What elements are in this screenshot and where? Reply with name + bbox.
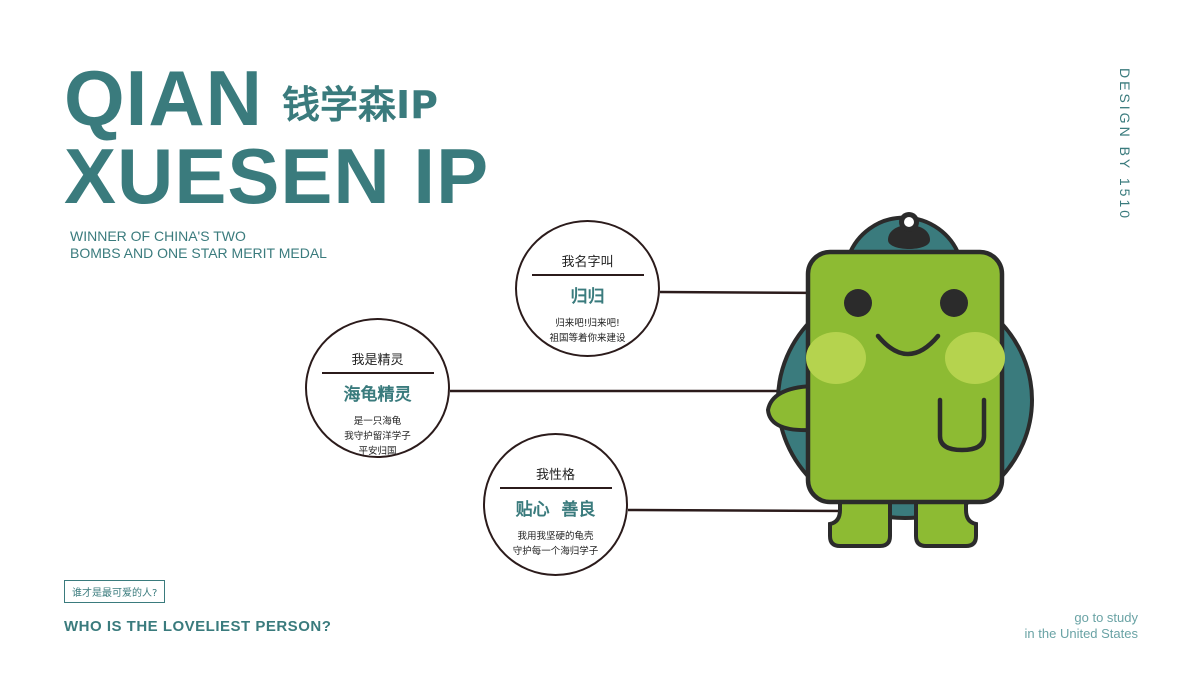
bubble-personality-divider [499,487,612,489]
bubble-name: 我名字叫 归归 归来吧!归来吧! 祖国等着你来建设 [515,220,660,357]
design-credit: DESIGN BY 1510 [1117,68,1133,222]
right-foot [914,498,978,548]
bubble-identity-description: 是一只海龟 我守护留洋学子 平安归国 [307,414,448,459]
bubble-personality-label: 我性格 [535,468,575,483]
bubble-identity-line-2: 我守护留洋学子 [344,431,411,442]
hanger-tab [888,225,930,249]
title-line-1: QIAN [64,54,263,142]
bubble-name-value: 归归 [570,287,605,307]
footer-line-1: go to study [1074,610,1138,625]
smile [875,333,941,357]
bubble-personality: 我性格 贴心 善良 我用我坚硬的龟壳 守护每一个海归学子 [483,433,628,576]
connector-line-3 [627,508,851,513]
hanger-hole [904,217,914,227]
title-line-2: XUESEN IP [64,132,490,220]
left-foot [828,498,892,548]
footer-line-2: in the United States [1024,626,1138,641]
bubble-personality-line-1: 我用我坚硬的龟壳 [517,531,594,542]
bubble-name-line-1: 归来吧!归来吧! [555,318,620,329]
bottom-question: WHO IS THE LOVELIEST PERSON? [64,618,332,635]
bubble-personality-value: 贴心 善良 [515,500,596,520]
subtitle-line-1: WINNER OF CHINA'S TWO [70,228,246,244]
right-cheek [945,332,1005,384]
left-eye [844,289,872,317]
left-arm [765,383,814,433]
subtitle-line-2: BOMBS AND ONE STAR MERIT MEDAL [70,245,327,261]
bubble-identity: 我是精灵 海龟精灵 是一只海龟 我守护留洋学子 平安归国 [305,318,450,458]
title-chinese: 钱学森IP [282,83,438,127]
bubble-identity-value: 海龟精灵 [343,385,412,405]
bubble-identity-line-3: 平安归国 [358,446,397,457]
left-cheek [806,332,866,384]
bubble-name-description: 归来吧!归来吧! 祖国等着你来建设 [517,316,658,346]
bubble-name-label: 我名字叫 [561,255,614,270]
question-box: 谁才是最可爱的人? [64,580,166,603]
bubble-identity-line-1: 是一只海龟 [353,416,402,427]
bubble-name-divider [531,274,644,276]
footer-note: go to study in the United States [1025,610,1138,642]
bubble-personality-description: 我用我坚硬的龟壳 守护每一个海归学子 [485,529,626,559]
u-mark [937,397,987,453]
bubble-name-line-2: 祖国等着你来建设 [549,333,626,344]
bubble-identity-label: 我是精灵 [351,353,404,368]
bubble-identity-divider [321,372,434,374]
connector-line-1 [659,290,833,295]
bubble-personality-line-2: 守护每一个海归学子 [512,546,599,557]
right-eye [940,289,968,317]
subtitle: WINNER OF CHINA'S TWO BOMBS AND ONE STAR… [70,228,327,262]
